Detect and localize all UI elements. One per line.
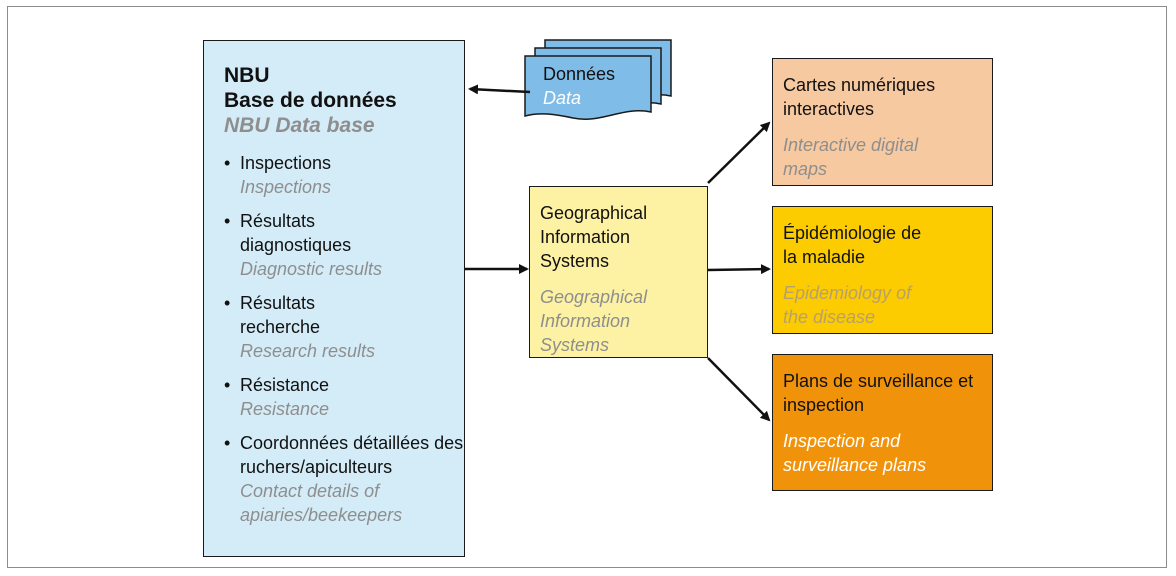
- epidemiology-label-fr: Épidémiologie de la maladie: [783, 223, 922, 267]
- donnees-label-fr: Données: [543, 64, 616, 84]
- gis-box: Geographical Information Systems Geograp…: [529, 186, 708, 358]
- data-documents-label: Données Data: [543, 62, 615, 110]
- gis-label-fr: Geographical Information Systems: [540, 203, 648, 271]
- item-label-fr: Résistance: [240, 375, 330, 395]
- bullet-icon: •: [224, 211, 231, 231]
- nbu-item-contact-details: • Coordonnées détaillées des ruchers/api…: [224, 431, 463, 527]
- item-label-en: Contact details of apiaries/beekeepers: [240, 481, 403, 525]
- nbu-item-resistance: • Résistance Resistance: [224, 373, 458, 421]
- arrow-gis-to-epidemiology: [707, 264, 771, 275]
- item-label-en: Resistance: [240, 399, 330, 419]
- nbu-title: NBU: [224, 64, 270, 87]
- arrow-gis-to-maps: [707, 121, 771, 184]
- nbu-item-list: • Inspections Inspections • Résultats di…: [224, 151, 463, 537]
- item-label-en: Research results: [240, 341, 376, 361]
- arrow-gis-to-plans: [707, 357, 771, 422]
- plans-label-fr: Plans de surveillance et inspection: [783, 371, 974, 415]
- item-label-fr: Résultats diagnostiques: [240, 211, 352, 255]
- item-label-en: Diagnostic results: [240, 259, 383, 279]
- bullet-icon: •: [224, 153, 231, 173]
- bullet-icon: •: [224, 375, 231, 395]
- maps-label-fr: Cartes numériques interactives: [783, 75, 936, 119]
- gis-label-en: Geographical Information Systems: [540, 287, 648, 355]
- nbu-header: NBU Base de données NBU Data base: [224, 63, 456, 138]
- epidemiology-box: Épidémiologie de la maladie Epidemiology…: [772, 206, 993, 334]
- nbu-item-diagnostic-results: • Résultats diagnostiques Diagnostic res…: [224, 209, 458, 281]
- item-label-fr: Coordonnées détaillées des ruchers/apicu…: [240, 433, 464, 477]
- nbu-item-inspections: • Inspections Inspections: [224, 151, 458, 199]
- item-label-fr: Résultats recherche: [240, 293, 321, 337]
- bullet-icon: •: [224, 433, 231, 453]
- epidemiology-label-en: Epidemiology of the disease: [783, 283, 912, 327]
- nbu-item-research-results: • Résultats recherche Research results: [224, 291, 458, 363]
- donnees-label-en: Data: [543, 88, 582, 108]
- maps-label-en: Interactive digital maps: [783, 135, 919, 179]
- data-documents-icon: [524, 39, 672, 120]
- nbu-subtitle-fr: Base de données: [224, 89, 397, 112]
- surveillance-plans-box: Plans de surveillance et inspection Insp…: [772, 354, 993, 491]
- interactive-maps-box: Cartes numériques interactives Interacti…: [772, 58, 993, 186]
- bullet-icon: •: [224, 293, 231, 313]
- nbu-title-en: NBU Data base: [224, 114, 375, 137]
- plans-label-en: Inspection and surveillance plans: [783, 431, 927, 475]
- arrow-data-to-nbu: [468, 84, 531, 95]
- item-label-en: Inspections: [240, 177, 332, 197]
- nbu-database-box: NBU Base de données NBU Data base • Insp…: [203, 40, 465, 557]
- item-label-fr: Inspections: [240, 153, 332, 173]
- figure-frame: [7, 6, 1167, 568]
